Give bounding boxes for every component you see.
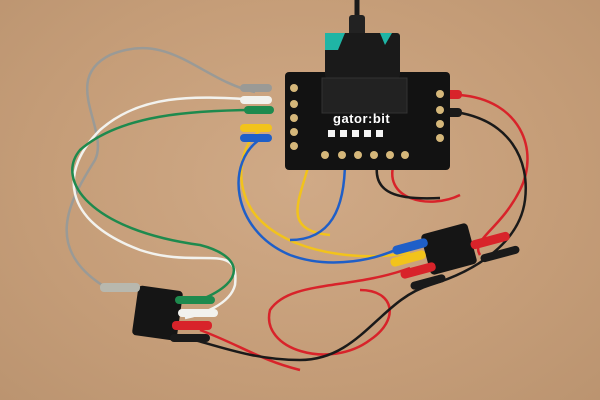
board-label: gator:bit [333,111,391,126]
